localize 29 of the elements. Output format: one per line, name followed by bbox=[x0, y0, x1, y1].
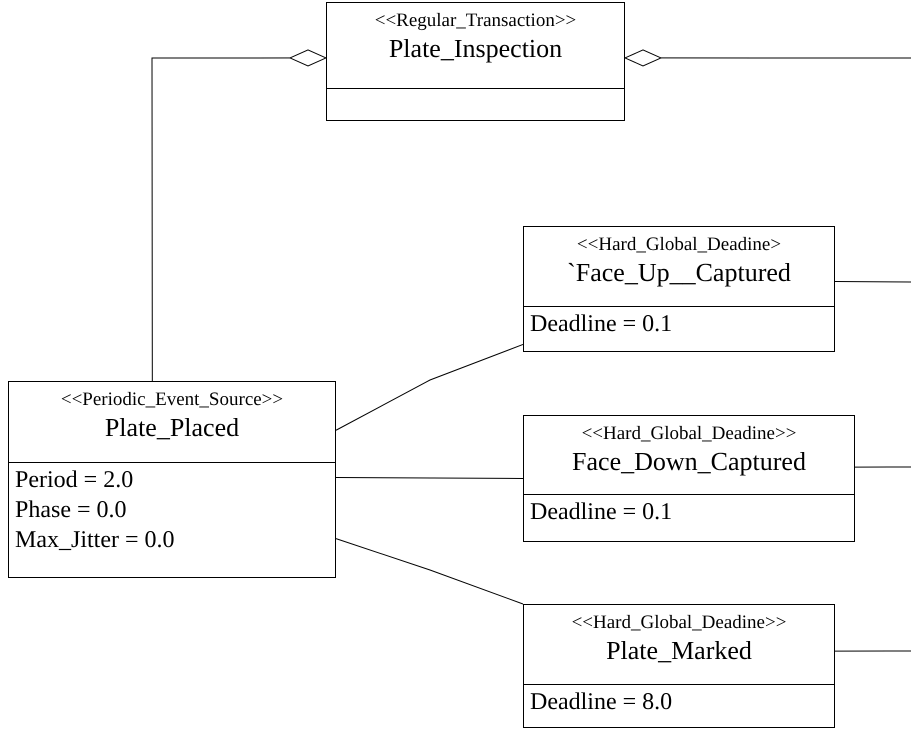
uml-class-box bbox=[326, 2, 625, 121]
stereotype-label: <<Hard_Global_Deadine> bbox=[576, 233, 782, 257]
uml-class-box bbox=[8, 381, 336, 578]
class-name: Plate_Inspection bbox=[388, 33, 562, 65]
association-line bbox=[336, 538, 524, 604]
attribute-text: Period = 2.0 bbox=[15, 466, 134, 495]
stereotype-label: <<Hard_Global_Deadine>> bbox=[582, 422, 796, 446]
uml-class-box bbox=[523, 604, 835, 728]
stereotype-label: <<Periodic_Event_Source>> bbox=[60, 388, 284, 412]
attribute-text: Deadline = 8.0 bbox=[530, 688, 672, 717]
attribute-text: Deadline = 0.1 bbox=[530, 498, 672, 527]
uml-class-box bbox=[523, 226, 835, 352]
association-line bbox=[336, 344, 524, 431]
aggregation-line bbox=[152, 49, 326, 382]
attribute-text: Deadline = 0.1 bbox=[530, 310, 672, 339]
stereotype-label: <<Regular_Transaction>> bbox=[374, 9, 576, 33]
association-line bbox=[854, 466, 911, 468]
association-line bbox=[834, 650, 911, 652]
class-name: Face_Down_Captured bbox=[572, 446, 806, 478]
stereotype-label: <<Hard_Global_Deadine>> bbox=[572, 611, 786, 635]
class-name: Plate_Marked bbox=[606, 635, 752, 667]
class-name: `Face_Up__Captured bbox=[567, 257, 791, 289]
association-line bbox=[336, 477, 524, 479]
association-line bbox=[834, 280, 911, 282]
attribute-text: Phase = 0.0 bbox=[15, 496, 127, 525]
aggregation-line bbox=[624, 49, 911, 66]
class-name: Plate_Placed bbox=[104, 412, 240, 444]
attribute-text: Max_Jitter = 0.0 bbox=[15, 526, 175, 555]
uml-class-box bbox=[523, 415, 855, 542]
